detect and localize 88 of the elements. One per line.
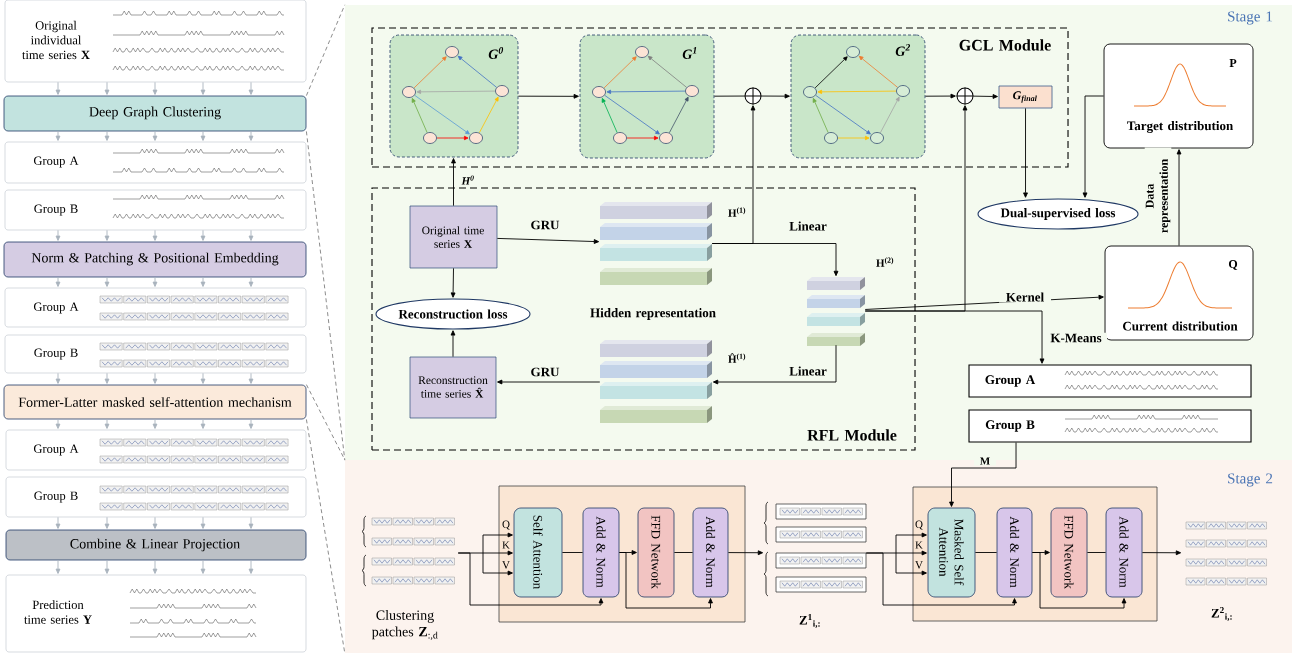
input-letter: Q bbox=[502, 520, 510, 530]
arrow bbox=[1082, 95, 1104, 198]
edge-label: GRU bbox=[524, 366, 566, 378]
norm-block: Add & Norm bbox=[996, 507, 1033, 598]
attention-block: Masked Self Attention bbox=[927, 507, 976, 598]
edge-label: Linear bbox=[782, 220, 834, 232]
arrow bbox=[864, 310, 1045, 364]
arrow bbox=[761, 93, 790, 99]
input-letter: K bbox=[502, 541, 510, 549]
arrow bbox=[55, 516, 254, 529]
graph-box: G$^{2}$ bbox=[790, 34, 926, 159]
connector-line bbox=[561, 552, 584, 553]
arrow bbox=[727, 550, 764, 556]
math-label: Z$^{1}$i,: bbox=[799, 614, 820, 628]
edge-label: H$^{0}$ bbox=[457, 174, 479, 186]
arrow bbox=[973, 94, 998, 99]
process-band: Combine & Linear Projection bbox=[5, 529, 307, 561]
norm-block: Add & Norm bbox=[692, 507, 729, 598]
graph-box: G$^{1}$ bbox=[579, 34, 715, 159]
edge-label: K-Means bbox=[1045, 332, 1107, 344]
zoom-line bbox=[305, 130, 346, 461]
connector-line bbox=[713, 95, 745, 97]
input-letter: Q bbox=[915, 520, 923, 530]
arrow bbox=[949, 442, 1017, 507]
group-box: Group B bbox=[968, 409, 1252, 443]
data-box: Reconstruction time series X̂ bbox=[409, 356, 497, 419]
arrow bbox=[55, 418, 254, 429]
input-letter: K bbox=[915, 541, 923, 549]
arrow bbox=[450, 267, 456, 298]
distribution-box: P Target distribution bbox=[1103, 43, 1254, 149]
math-label: H$^{(1)}$ bbox=[728, 207, 746, 217]
caption-text: Hidden representation bbox=[590, 308, 716, 320]
arrow bbox=[711, 243, 839, 277]
arrow bbox=[1023, 107, 1028, 198]
graph-box: G$^{0}$ bbox=[389, 34, 519, 158]
arrow bbox=[1031, 552, 1127, 609]
arrow bbox=[712, 344, 837, 385]
attention-block: Self Attention bbox=[513, 507, 563, 598]
arrow bbox=[497, 379, 601, 385]
connector-line bbox=[1086, 552, 1107, 553]
zoom-line bbox=[305, 4, 346, 97]
edge-label: Linear bbox=[782, 365, 834, 377]
series-card: Group B bbox=[4, 189, 307, 231]
input-letter: V bbox=[502, 561, 510, 569]
sum-symbol bbox=[744, 87, 762, 105]
graph-box: G$_{final}$ bbox=[998, 85, 1053, 109]
arrow bbox=[517, 93, 579, 99]
process-band: Deep Graph Clustering bbox=[3, 95, 307, 132]
edge-label: M bbox=[974, 456, 996, 466]
arrow bbox=[55, 81, 254, 95]
arrow bbox=[924, 93, 956, 99]
series-card: Prediction time series Y bbox=[5, 574, 307, 653]
feed-forward-block: FFD Network bbox=[1050, 507, 1088, 598]
arrow bbox=[55, 130, 254, 141]
arrow bbox=[55, 276, 254, 287]
feed-forward-block: FFD Network bbox=[637, 507, 675, 598]
arrow bbox=[1176, 149, 1182, 246]
connector-line bbox=[673, 552, 694, 553]
arrow bbox=[55, 559, 254, 574]
norm-block: Add & Norm bbox=[1105, 507, 1143, 598]
distribution-box: Q Current distribution bbox=[1104, 245, 1254, 341]
arrow bbox=[55, 229, 254, 241]
edge-label: Kernel bbox=[999, 291, 1051, 303]
input-letter: V bbox=[915, 561, 923, 569]
arrow bbox=[496, 237, 600, 244]
math-label: H$^{(2)}$ bbox=[876, 257, 894, 267]
norm-block: Add & Norm bbox=[582, 507, 620, 598]
process-band: Norm & Patching & Positional Embedding bbox=[3, 241, 307, 278]
arrow bbox=[457, 552, 604, 606]
sum-symbol bbox=[956, 87, 974, 105]
math-label: Z$^{2}$i,: bbox=[1211, 607, 1232, 621]
edge-label: Data representation bbox=[1144, 147, 1172, 245]
series-card: Original individual time series X bbox=[4, 0, 307, 83]
math-label: Clustering patches Z$_{:,d}$ bbox=[371, 610, 438, 640]
arrow bbox=[55, 372, 254, 384]
arrow bbox=[451, 158, 456, 207]
arrow bbox=[1141, 550, 1182, 556]
edge-label: GRU bbox=[524, 219, 566, 231]
arrow bbox=[618, 552, 713, 609]
math-label: Ĥ$^{(1)}$ bbox=[728, 353, 746, 363]
process-band: Former-Latter masked self-attention mechanism bbox=[3, 384, 307, 420]
series-card: Group A bbox=[4, 141, 307, 184]
connector-line bbox=[974, 552, 998, 553]
arrow bbox=[450, 330, 456, 358]
arrow bbox=[865, 552, 1017, 606]
zoom-line bbox=[305, 418, 346, 653]
data-box: Original time series X bbox=[409, 205, 498, 269]
group-box: Group A bbox=[968, 364, 1252, 398]
